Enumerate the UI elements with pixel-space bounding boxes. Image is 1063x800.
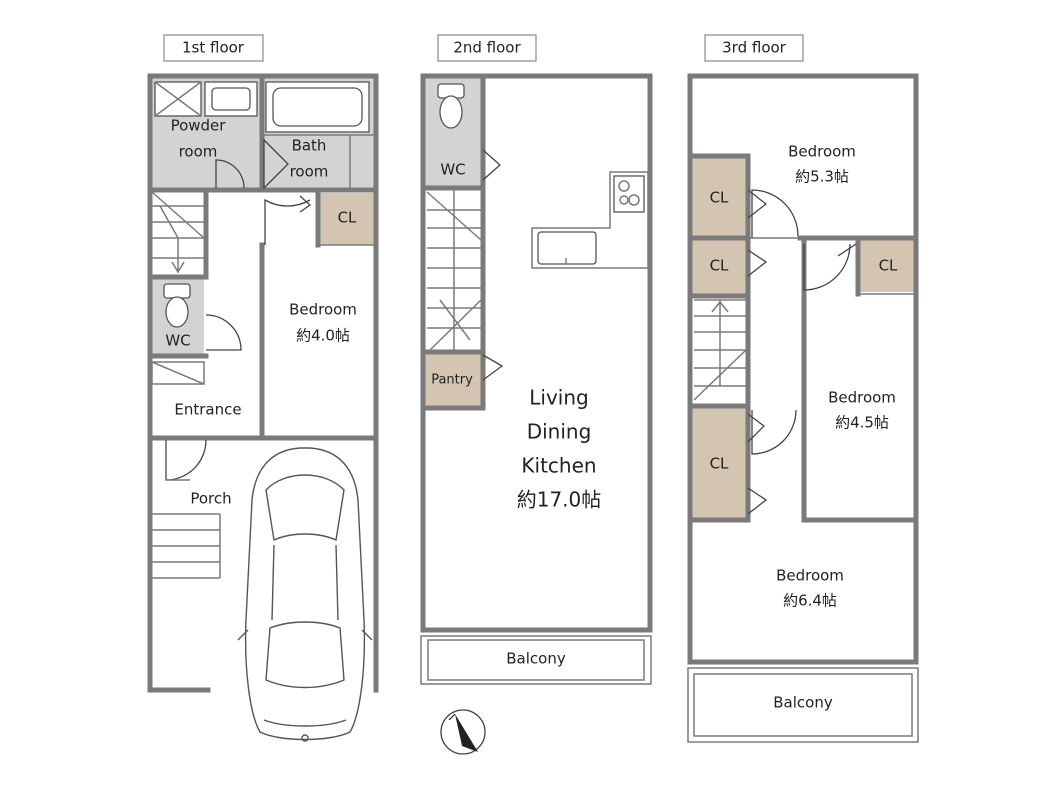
closet-3f-c — [860, 240, 915, 292]
north-arrow-icon — [440, 709, 486, 755]
bedroom-size-3f-c: 約6.4帖 — [783, 592, 837, 610]
closet-3f-b — [692, 240, 746, 294]
third-floor-plan: Bedroom 約5.3帖 CL CL CL Bedroom 約4.5帖 CL … — [687, 73, 919, 743]
bedroom-door-3f-b — [803, 243, 851, 291]
bedroom-label-3f-c: Bedroom — [776, 567, 844, 585]
closet-3f-a — [692, 158, 746, 236]
bath-room-label: Bath — [292, 137, 327, 155]
second-floor-plan: WC Pantry Living Dining Kitchen 約17.0帖 B… — [420, 73, 653, 685]
svg-text:3rd floor: 3rd floor — [722, 39, 787, 57]
porch-steps — [152, 513, 221, 579]
bedroom-label-3f-a: Bedroom — [788, 143, 856, 161]
bedroom-size-3f-b: 約4.5帖 — [835, 414, 889, 432]
bedroom-label-1f: Bedroom — [289, 301, 357, 319]
balcony-label-3f: Balcony — [773, 694, 833, 712]
closet-label-3f-d: CL — [710, 455, 729, 473]
entrance-door — [165, 439, 207, 481]
closet-label-1f: CL — [338, 209, 357, 227]
bedroom-label-3f-b: Bedroom — [828, 389, 896, 407]
wc-label-1f: WC — [165, 332, 190, 350]
closet-label-3f-b: CL — [710, 257, 729, 275]
closet-1f — [320, 193, 374, 245]
closet-door-3f-b — [747, 249, 768, 277]
balcony-3f — [687, 667, 919, 743]
shoe-cabinet — [151, 361, 205, 385]
powder-room-label-2: room — [179, 143, 218, 161]
entrance-label: Entrance — [174, 401, 241, 419]
closet-label-3f-a: CL — [710, 189, 729, 207]
bedroom-door-3f-a — [751, 189, 799, 238]
bedroom-size-3f-a: 約5.3帖 — [795, 168, 849, 186]
kitchen-sink — [537, 231, 597, 265]
pantry-label: Pantry — [431, 373, 473, 388]
balcony-2f — [420, 635, 652, 685]
ldk-label-line2: Dining — [527, 420, 592, 444]
wc-door-2f — [482, 149, 501, 181]
stairs-1f — [151, 191, 205, 274]
porch-label: Porch — [190, 490, 231, 508]
bath-door — [263, 138, 289, 190]
powder-door — [215, 159, 245, 189]
ldk-label-line1: Living — [529, 386, 588, 410]
bedroom-door-1f — [264, 198, 311, 245]
ldk-size: 約17.0帖 — [517, 488, 602, 512]
svg-text:2nd floor: 2nd floor — [453, 39, 521, 57]
closet-3f-d — [692, 408, 746, 520]
pantry-area — [425, 354, 481, 406]
svg-text:1st floor: 1st floor — [182, 39, 245, 57]
kitchen-counter — [531, 171, 649, 269]
toilet-fixture-1f — [163, 283, 191, 299]
pantry-door — [482, 354, 504, 381]
closet-label-3f-c: CL — [879, 257, 898, 275]
stairs-2f — [426, 190, 482, 351]
ldk-label-line3: Kitchen — [521, 454, 596, 478]
car-icon — [237, 447, 373, 742]
powder-room-label: Powder — [171, 117, 227, 135]
wc-label-2f: WC — [440, 161, 465, 179]
floor-tag-3rd: 3rd floor — [704, 34, 804, 62]
wc-door-1f — [205, 314, 242, 351]
bath-room-label-2: room — [290, 163, 329, 181]
floor-tag-2nd: 2nd floor — [437, 34, 537, 62]
balcony-label-2f: Balcony — [506, 650, 566, 668]
stairs-3f — [693, 299, 747, 401]
bedroom-door-3f-c — [751, 409, 797, 455]
first-floor-plan: Powder room Bath room CL Bedroom 約4.0帖 W… — [147, 73, 379, 693]
closet-door-3f-d — [747, 487, 768, 515]
bedroom-size-1f: 約4.0帖 — [296, 327, 350, 345]
floor-tag-1st: 1st floor — [163, 34, 264, 62]
